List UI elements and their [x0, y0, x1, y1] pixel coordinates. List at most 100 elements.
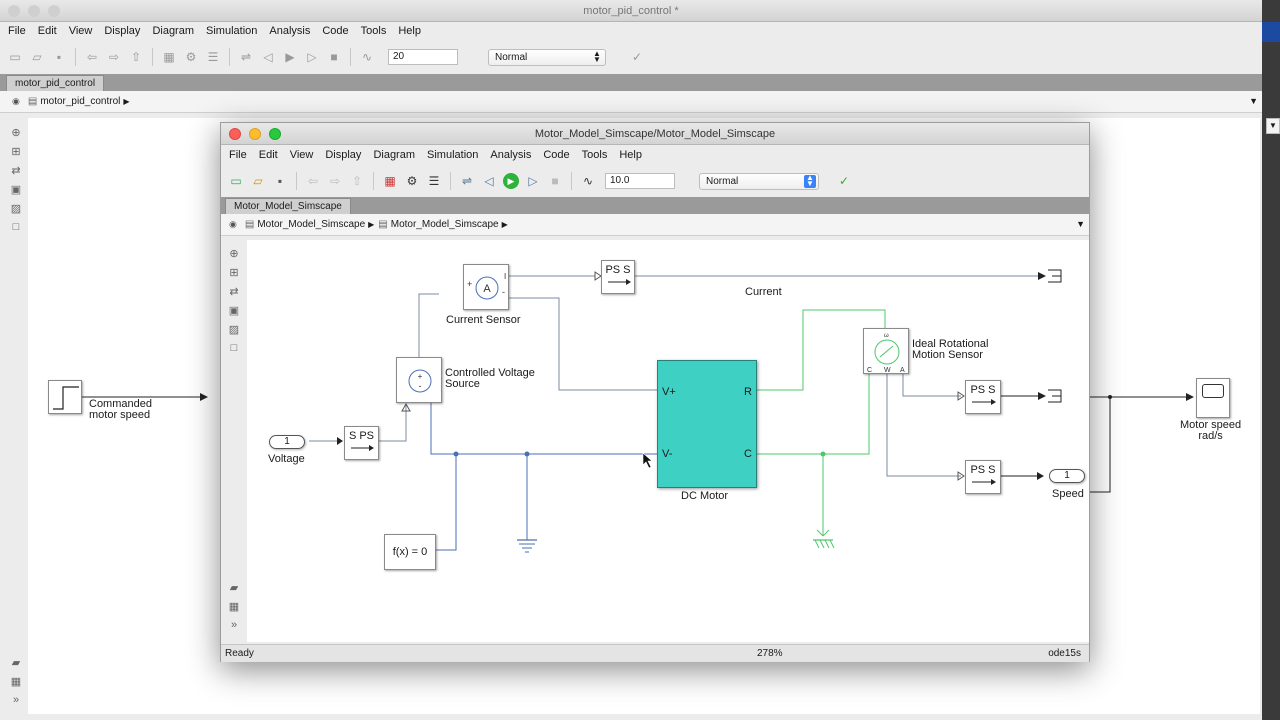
zoom-button[interactable] [48, 5, 60, 17]
chevron-down-icon[interactable]: ▼ [1266, 118, 1280, 134]
chevron-down-icon[interactable]: ▼ [1076, 219, 1085, 229]
open-folder-icon[interactable]: ▱ [253, 174, 263, 188]
model-explorer-icon[interactable]: ☰ [428, 174, 440, 188]
forward-arrow-icon[interactable]: ⇨ [329, 174, 341, 188]
back-sim-mode-select[interactable]: Normal▲▼ [488, 48, 606, 66]
model-explorer-icon[interactable]: ☰ [207, 50, 219, 64]
breadcrumb-item-1[interactable]: Motor_Model_Simscape [257, 219, 366, 230]
annotation-icon[interactable]: ▣ [228, 305, 240, 317]
expand-icon[interactable]: » [12, 694, 20, 706]
area-icon[interactable]: □ [230, 342, 238, 354]
solver-name[interactable]: ode15s [1048, 648, 1081, 659]
model-browser-icon[interactable]: ▦ [10, 676, 22, 688]
menu-code[interactable]: Code [543, 149, 570, 161]
fit-view-icon[interactable]: ⊞ [11, 146, 21, 158]
image-icon[interactable]: ▨ [228, 324, 240, 336]
area-icon[interactable]: □ [12, 221, 20, 233]
back-stop-time-input[interactable]: 20 [388, 49, 458, 65]
step-back-icon[interactable]: ◁ [484, 174, 494, 188]
ps-s-converter-angle[interactable]: PS S [965, 380, 1001, 414]
menu-display[interactable]: Display [104, 25, 141, 37]
library-browser-icon[interactable]: ▦ [384, 174, 396, 188]
step-block[interactable] [48, 380, 82, 414]
menu-edit[interactable]: Edit [258, 149, 278, 161]
s-ps-converter[interactable]: S PS [344, 426, 379, 460]
up-arrow-icon[interactable]: ⇧ [130, 50, 142, 64]
open-icon[interactable]: ▱ [32, 50, 42, 64]
back-arrow-icon[interactable]: ⇦ [86, 50, 98, 64]
front-stop-time-input[interactable]: 10.0 [605, 173, 675, 189]
close-button[interactable] [229, 128, 241, 140]
breadcrumb-item-2[interactable]: Motor_Model_Simscape [390, 219, 499, 230]
menu-file[interactable]: File [229, 149, 247, 161]
forward-arrow-icon[interactable]: ⇨ [108, 50, 120, 64]
ps-s-converter-current[interactable]: PS S [601, 260, 635, 294]
menu-analysis[interactable]: Analysis [269, 25, 311, 37]
run-icon[interactable]: ▶ [285, 50, 295, 64]
menu-view[interactable]: View [68, 25, 93, 37]
annotation-icon[interactable]: ▣ [10, 184, 22, 196]
minimize-button[interactable] [249, 128, 261, 140]
model-browser-icon[interactable]: ▦ [228, 601, 240, 613]
signal-icon[interactable]: ⇌ [240, 50, 252, 64]
arrow-icon[interactable]: ⇄ [229, 286, 239, 298]
tab-motor-pid-control[interactable]: motor_pid_control [6, 75, 105, 91]
step-forward-icon[interactable]: ▷ [307, 50, 317, 64]
scope-icon[interactable]: ∿ [582, 174, 594, 188]
run-icon[interactable]: ▶ [502, 172, 520, 190]
menu-display[interactable]: Display [325, 149, 362, 161]
ps-s-converter-speed[interactable]: PS S [965, 460, 1001, 494]
back-arrow-icon[interactable]: ⇦ [307, 174, 319, 188]
current-sensor-block[interactable]: A+I- [463, 264, 509, 310]
close-button[interactable] [8, 5, 20, 17]
zoom-icon[interactable]: ⊕ [11, 127, 21, 139]
scope-block[interactable] [1196, 378, 1230, 418]
dc-motor-block[interactable]: V+ V- R C [657, 360, 757, 488]
arrow-icon[interactable]: ⇄ [11, 165, 21, 177]
menu-help[interactable]: Help [398, 25, 421, 37]
step-back-icon[interactable]: ◁ [263, 50, 273, 64]
menu-tools[interactable]: Tools [581, 149, 608, 161]
menu-tools[interactable]: Tools [360, 25, 387, 37]
expand-icon[interactable]: » [230, 619, 238, 631]
hide-browser-icon[interactable]: ◉ [229, 219, 237, 229]
folder-icon[interactable]: ▰ [229, 582, 239, 594]
solver-configuration-block[interactable]: f(x) = 0 [384, 534, 436, 570]
menu-simulation[interactable]: Simulation [206, 25, 258, 37]
voltage-inport[interactable]: 1 [269, 435, 305, 449]
minimize-button[interactable] [28, 5, 40, 17]
menu-simulation[interactable]: Simulation [427, 149, 479, 161]
signal-icon[interactable]: ⇌ [461, 174, 473, 188]
step-forward-icon[interactable]: ▷ [528, 174, 538, 188]
folder-icon[interactable]: ▰ [11, 657, 21, 669]
chevron-down-icon[interactable]: ▼ [1249, 96, 1258, 106]
back-breadcrumb[interactable]: motor_pid_control [40, 96, 121, 107]
new-model-icon[interactable]: ▭ [9, 50, 21, 64]
gear-icon[interactable]: ⚙ [185, 50, 197, 64]
zoom-icon[interactable]: ⊕ [229, 248, 239, 260]
save-icon[interactable]: ▪ [277, 174, 283, 188]
front-sim-mode-select[interactable]: Normal▲▼ [699, 172, 819, 190]
stop-icon[interactable]: ■ [551, 174, 559, 188]
save-icon[interactable]: ▪ [56, 50, 62, 64]
stop-icon[interactable]: ■ [330, 50, 338, 64]
image-icon[interactable]: ▨ [10, 203, 22, 215]
fit-view-icon[interactable]: ⊞ [229, 267, 239, 279]
up-arrow-icon[interactable]: ⇧ [351, 174, 363, 188]
menu-analysis[interactable]: Analysis [490, 149, 532, 161]
menu-file[interactable]: File [8, 25, 26, 37]
menu-edit[interactable]: Edit [37, 25, 57, 37]
menu-code[interactable]: Code [322, 25, 349, 37]
front-canvas[interactable]: A+I- Current Sensor PS S Current +- Cont… [247, 240, 1089, 642]
scope-icon[interactable]: ∿ [361, 50, 373, 64]
menu-view[interactable]: View [289, 149, 314, 161]
tab-motor-model-simscape[interactable]: Motor_Model_Simscape [225, 198, 351, 214]
menu-diagram[interactable]: Diagram [373, 149, 416, 161]
new-model-icon[interactable]: ▭ [230, 174, 242, 188]
gear-icon[interactable]: ⚙ [406, 174, 418, 188]
zoom-button[interactable] [269, 128, 281, 140]
hide-browser-icon[interactable]: ◉ [12, 96, 20, 106]
check-icon[interactable]: ✓ [631, 50, 643, 64]
menu-diagram[interactable]: Diagram [152, 25, 195, 37]
